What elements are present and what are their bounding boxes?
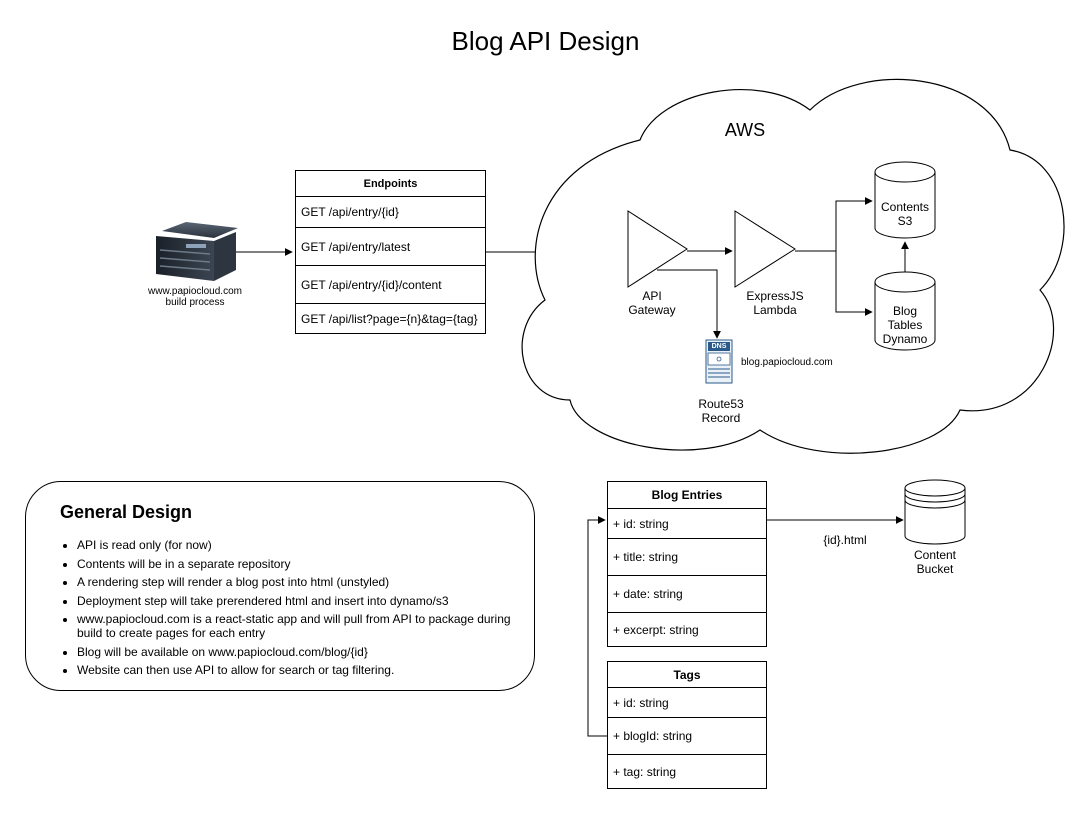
content-bucket-label-line2: Bucket: [916, 562, 954, 576]
route53-label-line1: Route53: [698, 397, 744, 411]
edge-label-html: {id}.html: [823, 533, 867, 547]
table-row: + tag: string: [613, 764, 677, 779]
lambda-label-line2: Lambda: [753, 303, 797, 317]
tags-table: Tags + id: string + blogId: string + tag…: [607, 661, 767, 789]
api-gateway-triangle: [627, 210, 688, 288]
table-row: + title: string: [608, 539, 766, 576]
table-row: + id: string: [608, 509, 766, 539]
general-design-title: General Design: [60, 502, 193, 522]
endpoint-row: GET /api/entry/{id}/content: [296, 266, 485, 304]
blog-entries-table: Blog Entries + id: string + title: strin…: [607, 481, 767, 647]
table-row: + excerpt: string: [613, 622, 699, 637]
server-label-line1: www.papiocloud.com: [148, 286, 242, 297]
api-gateway-label: API Gateway: [617, 289, 687, 317]
contents-s3-label: Contents S3: [870, 200, 940, 228]
endpoint-row: GET /api/entry/{id}: [296, 197, 485, 228]
table-row: + date: string: [608, 576, 766, 613]
route53-label-line2: Record: [701, 411, 741, 425]
blog-tables-label-line2: Tables: [887, 318, 923, 332]
list-item: Website can then use API to allow for se…: [77, 663, 537, 677]
blog-tables-cylinder: [874, 271, 936, 351]
contents-s3-cylinder: [874, 161, 936, 239]
blog-tables-label-line1: Blog: [892, 304, 918, 318]
blog-tables-label-line3: Dynamo: [882, 332, 928, 346]
endpoints-header: Endpoints: [296, 171, 485, 197]
list-item: A rendering step will render a blog post…: [77, 575, 537, 589]
endpoints-table: Endpoints GET /api/entry/{id} GET /api/e…: [295, 170, 486, 334]
dns-icon-text: DNS: [711, 343, 727, 350]
lambda-triangle: [734, 210, 796, 288]
aws-cloud-label: AWS: [724, 120, 766, 140]
blog-entries-header: Blog Entries: [608, 482, 766, 509]
list-item: www.papiocloud.com is a react-static app…: [77, 612, 537, 640]
content-bucket-label-line1: Content: [913, 548, 957, 562]
route53-domain-label: blog.papiocloud.com: [741, 357, 833, 368]
page-title: Blog API Design: [451, 26, 640, 56]
content-bucket-cylinder: [904, 479, 966, 545]
list-item: Deployment step will take prerendered ht…: [77, 594, 537, 608]
contents-s3-label-line1: Contents: [880, 200, 930, 214]
route53-label: Route53 Record: [684, 397, 758, 425]
contents-s3-label-line2: S3: [897, 214, 913, 228]
dns-icon: [705, 339, 733, 384]
lambda-label: ExpressJS Lambda: [735, 289, 815, 317]
table-row: + blogId: string: [608, 718, 766, 755]
aws-cloud: [521, 78, 1065, 454]
api-gateway-label-line2: Gateway: [628, 303, 676, 317]
general-design-list: API is read only (for now) Contents will…: [59, 538, 537, 682]
general-design-box: General Design API is read only (for now…: [25, 481, 535, 691]
list-item: Contents will be in a separate repositor…: [77, 557, 537, 571]
endpoint-row: GET /api/entry/latest: [296, 228, 485, 266]
list-item: Blog will be available on www.papiocloud…: [77, 645, 537, 659]
lambda-label-line1: ExpressJS: [746, 289, 804, 303]
content-bucket-label: Content Bucket: [895, 548, 975, 576]
server-icon: [156, 222, 238, 281]
blog-tables-label: Blog Tables Dynamo: [870, 304, 940, 346]
tags-header: Tags: [608, 662, 766, 688]
table-row: + id: string: [608, 688, 766, 718]
api-gateway-label-line1: API: [642, 289, 662, 303]
endpoint-row: GET /api/list?page={n}&tag={tag}: [301, 311, 478, 326]
list-item: API is read only (for now): [77, 538, 537, 552]
server-label: www.papiocloud.com build process: [130, 286, 260, 308]
server-label-line2: build process: [165, 297, 225, 308]
